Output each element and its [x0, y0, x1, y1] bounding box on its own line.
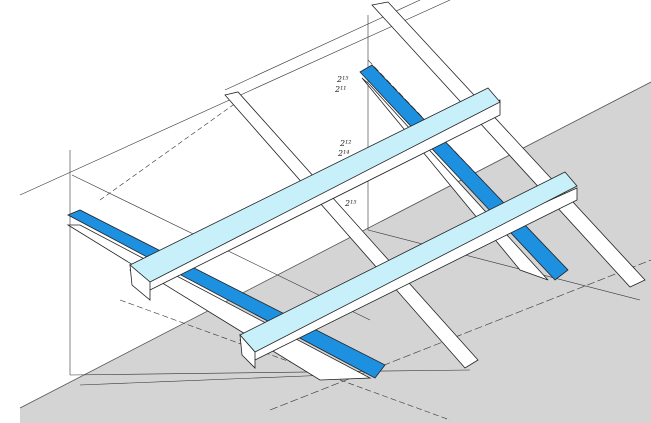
dimension-label: 2¹⁵ [344, 199, 357, 208]
ground-edge [19, 81, 651, 409]
dimension-label: 2¹¹ [334, 85, 347, 94]
dimension-label: 2¹⁴ [337, 149, 350, 158]
ground-plane [20, 82, 651, 423]
dimension-label: 2¹⁵ [336, 75, 349, 84]
dimension-label: 2¹² [339, 139, 352, 148]
upper-beam-end-grain [129, 264, 151, 301]
lower-beam-end-grain [239, 333, 256, 369]
